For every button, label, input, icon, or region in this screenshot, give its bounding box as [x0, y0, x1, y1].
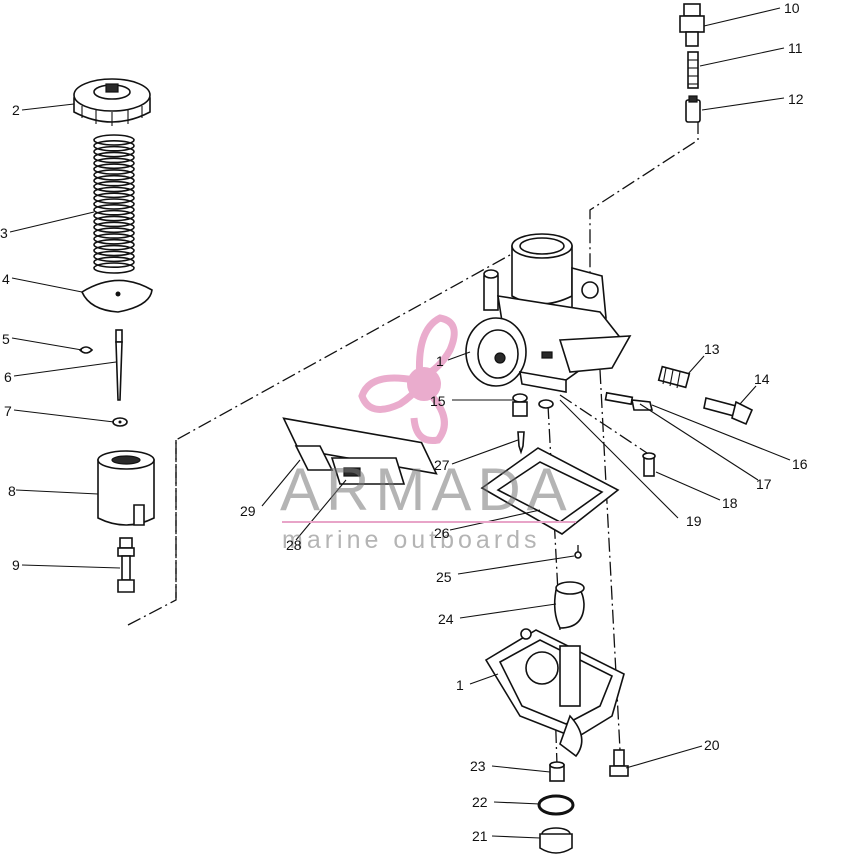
- spring-coil: [93, 215, 135, 228]
- slide-spring: [93, 134, 135, 274]
- idle-spring: [657, 365, 691, 389]
- spring-coil: [93, 186, 135, 199]
- slide-adjust-screw: [117, 537, 135, 593]
- callout-27: 27: [434, 457, 450, 473]
- spring-coil: [93, 262, 135, 274]
- spring-coil: [93, 256, 135, 268]
- callout-5: 5: [2, 331, 10, 347]
- needle-washer: [112, 417, 128, 427]
- float-bowl: [484, 628, 625, 758]
- spring-coil: [93, 204, 135, 216]
- watermark-brand: ARMADA: [280, 456, 573, 523]
- callout-11: 11: [788, 40, 803, 56]
- float-needle: [517, 431, 525, 455]
- small-washer: [538, 399, 554, 409]
- jet-holder-small: [642, 452, 656, 477]
- callout-18: 18: [722, 495, 738, 511]
- needle-clip: [78, 346, 94, 354]
- callout-2: 2: [12, 102, 20, 118]
- float: [553, 581, 585, 629]
- callout-28: 28: [286, 537, 302, 553]
- callout-25: 25: [436, 569, 452, 585]
- small-spring: [687, 51, 699, 89]
- spring-coil: [93, 151, 135, 164]
- callout-26: 26: [434, 525, 450, 541]
- spring-coil: [93, 198, 135, 210]
- idle-screw: [703, 397, 754, 426]
- callout-3: 3: [0, 225, 8, 241]
- callout-10: 10: [784, 0, 800, 16]
- carb-top-cap: [73, 78, 151, 126]
- spring-coil: [93, 163, 135, 175]
- bowl-screw: [609, 749, 629, 777]
- needle-retainer-plate: [80, 279, 153, 313]
- callout-1-bowl: 1: [456, 677, 464, 693]
- callout-29: 29: [240, 503, 256, 519]
- spring-coil: [93, 233, 135, 245]
- spring-coil: [93, 157, 135, 170]
- callout-23: 23: [470, 758, 486, 774]
- o-ring: [537, 794, 575, 816]
- spring-coil: [93, 169, 135, 181]
- callout-4: 4: [2, 271, 10, 287]
- callout-20: 20: [704, 737, 720, 753]
- plunger: [685, 95, 701, 123]
- callout-24: 24: [438, 611, 454, 627]
- spring-coil: [93, 238, 135, 251]
- pilot-screw: [604, 391, 654, 411]
- drain-jet: [549, 761, 565, 782]
- leader-lines: [9, 7, 791, 839]
- callout-8: 8: [8, 483, 16, 499]
- callout-6: 6: [4, 369, 12, 385]
- fitting-nut: [679, 3, 705, 47]
- watermark-tagline: marine outboards: [282, 526, 541, 554]
- spring-coil: [93, 192, 135, 204]
- float-bowl-gasket: [480, 447, 620, 535]
- throttle-slide: [97, 450, 155, 526]
- spring-coil: [93, 221, 135, 234]
- callout-16: 16: [792, 456, 808, 472]
- spring-coil: [93, 244, 135, 257]
- callout-21: 21: [472, 828, 488, 844]
- drain-plug: [539, 827, 573, 854]
- callout-19: 19: [686, 513, 702, 529]
- callout-13: 13: [704, 341, 720, 357]
- spring-coil: [93, 180, 135, 193]
- callout-14: 14: [754, 371, 770, 387]
- spring-coil: [93, 174, 135, 187]
- callout-labels: 1 1 2 3 4 5 6 7 8 9 10 11 12 13 14 15 16…: [0, 0, 808, 844]
- callout-7: 7: [4, 403, 12, 419]
- spring-coil: [93, 145, 135, 158]
- spring-coil: [93, 250, 135, 263]
- callout-15: 15: [430, 393, 446, 409]
- spring-coil: [93, 227, 135, 239]
- carburetor-body: [465, 233, 632, 393]
- callout-9: 9: [12, 557, 20, 573]
- callout-12: 12: [788, 91, 804, 107]
- armada-logo: [358, 314, 458, 445]
- jet-needle: [115, 329, 123, 401]
- spring-coil: [93, 140, 135, 152]
- callout-17: 17: [756, 476, 772, 492]
- spring-coil: [93, 134, 135, 146]
- spring-coil: [93, 209, 135, 222]
- callout-22: 22: [472, 794, 488, 810]
- gasket-large: [282, 417, 438, 475]
- float-pin: [574, 551, 582, 559]
- callout-1-body: 1: [436, 353, 444, 369]
- gasket-insert: [330, 457, 406, 485]
- needle-jet: [512, 393, 528, 417]
